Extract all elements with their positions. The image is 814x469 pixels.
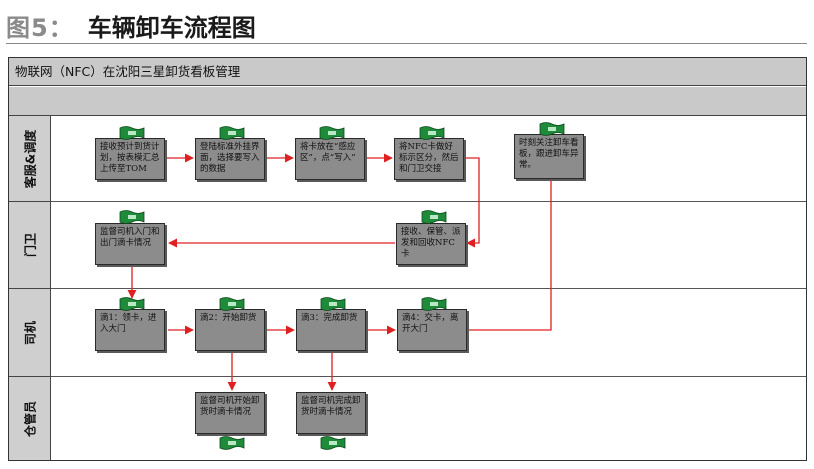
flag-icon [119,297,145,311]
flag-icon [219,126,245,140]
diagram-header: 物联网（NFC）在沈阳三星卸货看板管理 [9,58,806,86]
lane-label-driver: 司机 [9,289,51,377]
flag-icon [320,297,346,311]
node-upload-plan: 接收预计到货计划，按表模汇总上传至TOM [95,138,165,180]
node-login-interface: 登陆标准外挂界面，选择要写入的数据 [195,138,265,180]
node-monitor-board: 时刻关注卸车看板，跟进卸车异常。 [514,134,584,179]
lane-label-warehouse: 仓管员 [9,377,51,460]
arrow-mark-receive [464,157,480,248]
flag-icon [119,126,145,140]
flag-icon [219,297,245,311]
node-drip-3: 滴3：完成卸货 [296,309,366,351]
flag-icon [419,126,445,140]
flag-icon [539,122,565,136]
flag-icon [319,126,345,140]
lane-label-guard: 门卫 [9,202,51,289]
lane-divider [51,376,806,377]
node-drip-2: 滴2：开始卸货 [195,309,265,351]
flag-icon [219,436,245,450]
node-supervise-gate: 监督司机入门和出门滴卡情况 [95,223,165,265]
lane-label-dispatch: 客服&调度 [9,116,51,202]
arrow-drip4-monitor [467,166,556,331]
lane-divider [51,201,806,202]
node-mark-nfc: 将NFC卡做好标示区分，然后和门卫交接 [394,138,464,180]
figure-title: 车辆卸车流程图 [87,13,256,42]
flag-icon [119,210,145,224]
node-drip-1: 滴1：领卡，进入大门 [95,309,165,351]
node-place-card: 将卡放在“感应区”，点“写入” [295,138,365,180]
figure-number: 图5： [6,13,74,42]
node-supervise-start: 监督司机开始卸货时滴卡情况 [195,392,265,434]
node-supervise-finish: 监督司机完成卸货时滴卡情况 [296,392,366,434]
node-receive-card: 接收、保管、派发和回收NFC卡 [396,223,466,265]
diagram-header-band [9,87,806,116]
lane-divider [51,288,806,289]
flag-icon [320,436,346,450]
swimlane-diagram: 物联网（NFC）在沈阳三星卸货看板管理 客服&调度 门卫 司机 仓管员 [8,57,807,461]
flow-arrows [127,153,556,391]
figure-heading: 图5： 车辆卸车流程图 [6,8,256,42]
flag-icon [421,210,447,224]
title-divider [6,43,807,44]
flag-icon [421,297,447,311]
node-drip-4: 滴4：交卡，离开大门 [397,309,467,351]
